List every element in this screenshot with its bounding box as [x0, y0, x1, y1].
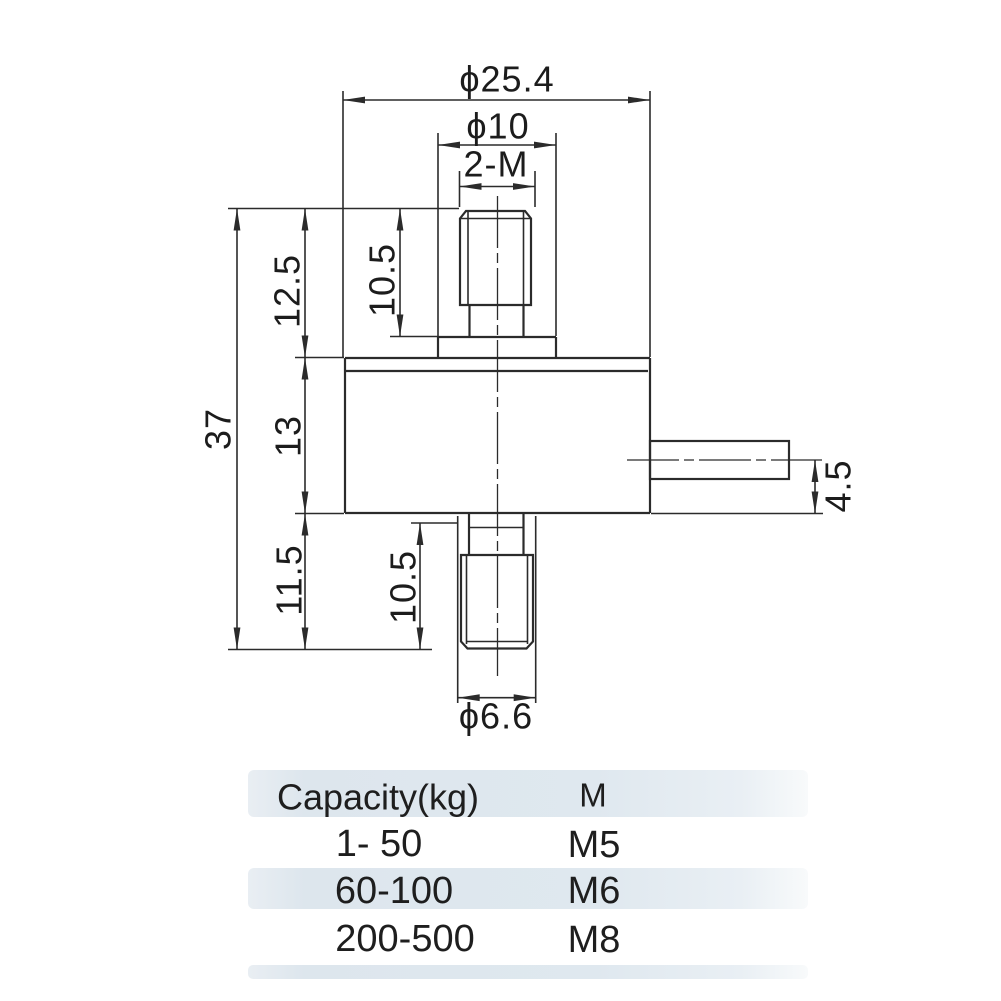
table-row: 200-500 M8	[335, 918, 620, 961]
dim-thread-callout-label: 2-M	[464, 144, 529, 185]
table-header-band	[248, 770, 808, 817]
table-footer-band	[248, 965, 808, 979]
table-row-band	[248, 868, 808, 909]
dim-side-thread-offset-label: 4.5	[818, 459, 859, 512]
table-row: 60-100 M6	[335, 870, 621, 912]
dim-upper-height-label: 12.5	[267, 254, 308, 328]
dim-bottom-stud-length-label: 10.5	[383, 550, 424, 624]
dimension-lines	[233, 96, 819, 702]
thread-size-cell: M6	[568, 870, 621, 912]
capacity-cell: 200-500	[335, 918, 474, 960]
top-threaded-stud	[436, 209, 558, 358]
table-row: 1- 50 M5	[336, 823, 621, 866]
dim-bottom-thread-diameter-label: ϕ6.6	[459, 696, 533, 737]
dim-top-stud-length-label: 10.5	[362, 243, 403, 317]
dim-overall-width-label: ϕ25.4	[459, 59, 554, 100]
table-header-capacity: Capacity(kg)	[277, 777, 479, 818]
dim-total-height-label: 37	[198, 408, 239, 450]
capacity-cell: 1- 50	[336, 823, 423, 865]
dim-body-height-label: 13	[268, 415, 309, 457]
thread-size-cell: M8	[568, 919, 621, 961]
thread-size-cell: M5	[568, 824, 621, 866]
capacity-cell: 60-100	[335, 870, 453, 912]
dimension-labels: ϕ25.4 ϕ10 2-M 37 12.5 13 11.5 10.5 10.5 …	[198, 59, 859, 737]
dim-boss-diameter-label: ϕ10	[466, 106, 529, 147]
table-header-thread-size: M	[579, 777, 607, 814]
part-outline	[343, 196, 822, 676]
dim-lower-height-label: 11.5	[269, 544, 310, 615]
bottom-threaded-stud	[459, 513, 535, 650]
spec-table: Capacity(kg) M 1- 50 M5 60-100 M6 200-50…	[248, 770, 808, 979]
